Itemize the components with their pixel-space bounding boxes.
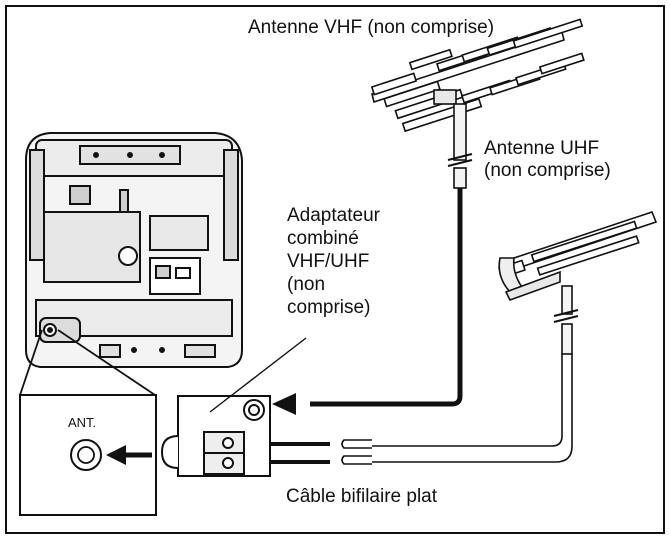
uhf-antenna-label-line2: (non comprise)	[484, 160, 611, 181]
vhf-antenna-label: Antenne VHF (non comprise)	[248, 17, 495, 38]
fork-terminal-icon	[341, 439, 372, 465]
uhf-antenna-icon	[498, 211, 658, 355]
yagi-antenna-icon	[370, 18, 585, 189]
adapter-label-line4: (non	[287, 274, 326, 295]
vhf-coax-cable	[310, 188, 463, 407]
arrow-to-adapter-icon	[272, 393, 296, 415]
adapter-label-line5: comprise)	[287, 297, 371, 318]
diagram-frame	[5, 5, 665, 534]
uhf-twin-lead	[372, 354, 563, 447]
arrow-to-ant-icon	[106, 445, 152, 465]
adapter-leader-line	[209, 337, 307, 413]
coax-jack-icon	[70, 439, 102, 471]
zoom-line-left	[19, 329, 43, 396]
tv-rear-panel-icon	[25, 132, 243, 368]
zoom-line-right	[57, 329, 156, 396]
uhf-antenna-label-line1: Antenne UHF	[484, 138, 600, 159]
uhf-twin-lead-inner	[372, 354, 573, 463]
combiner-adapter-icon	[160, 395, 271, 477]
adapter-label-line1: Adaptateur	[287, 205, 380, 226]
ant-jack-label: ANT.	[68, 415, 97, 430]
twin-lead-cable-label: Câble bifilaire plat	[286, 486, 438, 507]
adapter-label-line2: combiné	[287, 228, 359, 249]
adapter-label-line3: VHF/UHF	[287, 251, 370, 272]
